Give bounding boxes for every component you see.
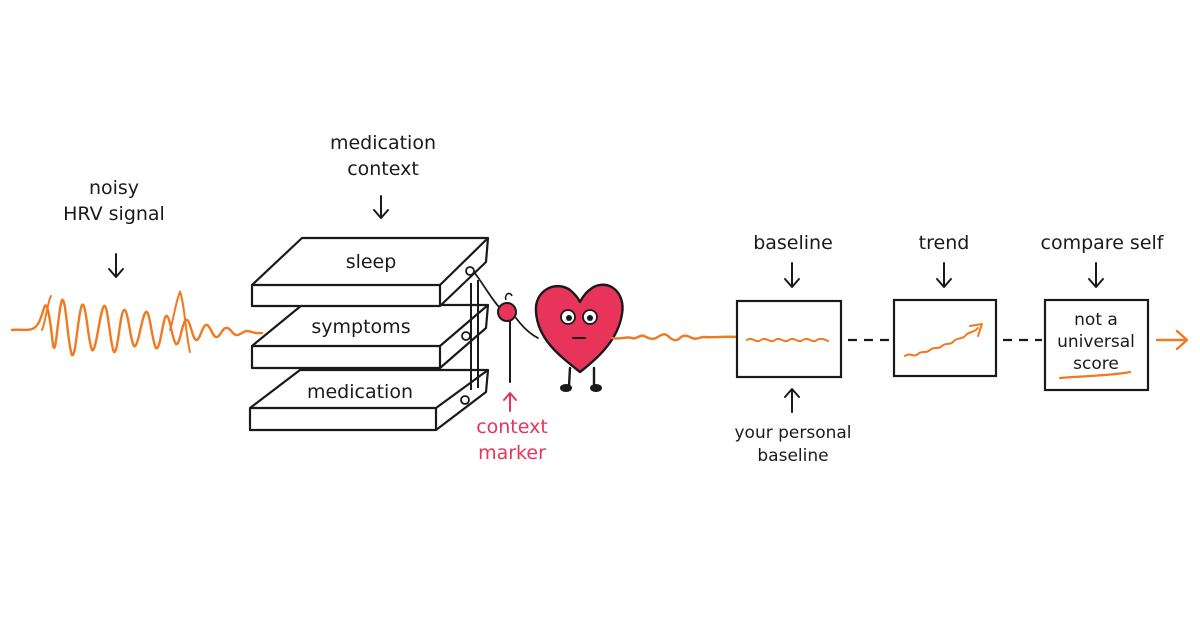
label-context-marker: context marker: [476, 414, 548, 466]
label-baseline: baseline: [753, 232, 833, 254]
label-not-universal-line-2: universal: [1057, 332, 1135, 352]
label-not-universal-line-3: score: [1073, 354, 1119, 374]
tray-label-medication: medication: [306, 381, 414, 403]
label-not-universal-line-1: not a: [1074, 310, 1118, 330]
label-personal-baseline-line-2: baseline: [757, 446, 829, 466]
label-trend: trend: [918, 232, 970, 254]
label-context-marker-line-1: context: [476, 416, 548, 438]
label-medication-context-line-1: medication: [329, 132, 437, 154]
trend-box: [892, 298, 998, 378]
label-noisy-line-1: noisy: [88, 177, 140, 199]
label-noisy-line-2: HRV signal: [63, 203, 165, 225]
noisy-hrv-signal: [10, 298, 264, 357]
compare-self-box: [1043, 298, 1150, 392]
signal-heart-to-baseline: [610, 333, 740, 342]
label-medication-context-line-2: context: [347, 158, 419, 180]
tray-label-sleep: sleep: [345, 251, 397, 273]
label-personal-baseline-line-1: your personal: [734, 423, 852, 443]
label-noisy-hrv-signal: noisy HRV signal: [63, 175, 165, 227]
tray-label-symptoms: symptoms: [311, 316, 411, 338]
tray-sleep: [250, 236, 490, 308]
baseline-box: [735, 299, 843, 379]
label-compare-self: compare self: [1040, 232, 1164, 254]
heart-character: [534, 283, 624, 392]
label-not-a-universal-score: not a universal score: [1057, 309, 1135, 375]
label-medication-context: medication context: [330, 130, 436, 182]
context-marker-pin: [497, 292, 539, 383]
label-context-marker-line-2: marker: [478, 442, 546, 464]
label-your-personal-baseline: your personal baseline: [734, 422, 851, 468]
